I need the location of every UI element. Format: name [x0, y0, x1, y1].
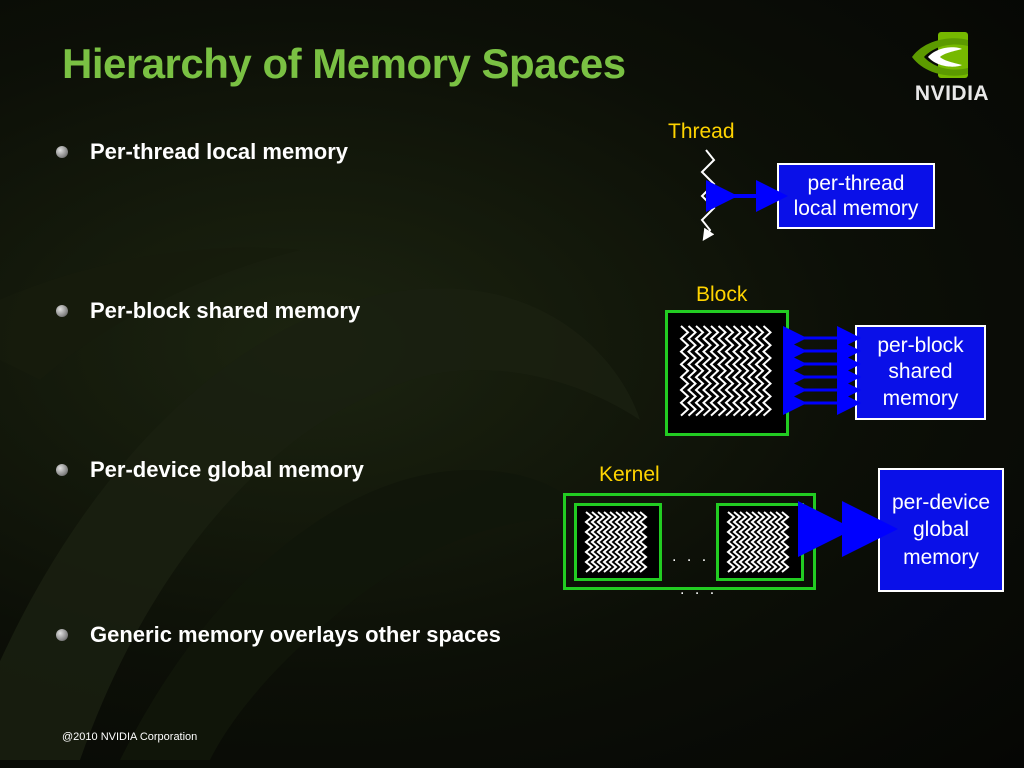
thread-squiggle [620, 511, 630, 573]
thread-squiggle [700, 149, 716, 241]
memory-box-line: per-block [877, 334, 964, 358]
memory-box-line: per-thread [807, 171, 905, 195]
bullet-dot-icon [56, 305, 68, 317]
block-threads [679, 325, 772, 417]
ellipsis-below: . . . [680, 581, 718, 598]
thread-squiggle [732, 511, 742, 573]
thread-squiggle [754, 325, 765, 417]
kernel-block-1-threads [584, 511, 648, 573]
thread-squiggle [726, 511, 736, 573]
thread-squiggle [679, 325, 690, 417]
block-memory-arrows [783, 326, 861, 415]
thread-squiggle [732, 325, 742, 417]
thread-squiggle [744, 511, 754, 573]
thread-squiggle [584, 511, 594, 573]
bullet-text: Per-device global memory [90, 457, 364, 482]
bullet-item-device: Per-device global memory [56, 457, 364, 483]
thread-squiggle [602, 511, 612, 573]
bullet-dot-icon [56, 146, 68, 158]
thread-squiggle [608, 511, 618, 573]
bullet-dot-icon [56, 464, 68, 476]
ellipsis-horizontal: . . . [672, 548, 710, 565]
thread-squiggle [702, 325, 712, 417]
per-thread-memory-box: per-thread local memory [777, 163, 935, 229]
thread-squiggle [596, 511, 606, 573]
thread-squiggle [632, 511, 642, 573]
bullet-item-generic: Generic memory overlays other spaces [56, 622, 501, 648]
bullet-text: Per-thread local memory [90, 139, 348, 164]
thread-squiggle [626, 511, 636, 573]
thread-squiggle [780, 511, 790, 573]
thread-squiggle [724, 325, 735, 417]
per-device-memory-box: per-device global memory [878, 468, 1004, 592]
thread-squiggle [768, 511, 778, 573]
memory-box-line: global [912, 518, 970, 542]
block-label: Block [696, 283, 748, 306]
bullet-dot-icon [56, 629, 68, 641]
per-block-memory-box: per-block shared memory [855, 325, 986, 420]
thread-squiggle [687, 325, 697, 417]
thread-squiggle [774, 511, 784, 573]
thread-squiggle [739, 325, 750, 417]
nvidia-wordmark: NVIDIA [914, 82, 990, 105]
memory-box-line: per-device [891, 491, 991, 515]
memory-box-line: memory [903, 545, 979, 569]
slide-title: Hierarchy of Memory Spaces [62, 40, 626, 87]
bullet-item-block: Per-block shared memory [56, 298, 360, 324]
memory-box-line: shared [888, 360, 953, 384]
bullet-text: Generic memory overlays other spaces [90, 622, 501, 647]
thread-squiggle [638, 511, 648, 573]
thread-squiggle [614, 511, 624, 573]
kernel-block-2 [716, 503, 804, 581]
thread-label: Thread [668, 120, 735, 143]
bullet-text: Per-block shared memory [90, 298, 361, 323]
kernel-block-2-threads [726, 511, 790, 573]
memory-box-line: memory [882, 386, 959, 410]
nvidia-eye-icon [912, 32, 968, 78]
thread-squiggle [709, 325, 720, 417]
kernel-label: Kernel [599, 463, 660, 486]
thread-squiggle [738, 511, 748, 573]
thread-squiggle [717, 325, 727, 417]
thread-squiggle [747, 325, 757, 417]
footer-copyright: @2010 NVIDIA Corporation [62, 731, 198, 743]
thread-squiggle [590, 511, 600, 573]
thread-squiggle [762, 511, 772, 573]
kernel-block-1 [574, 503, 662, 581]
memory-box-line: local memory [793, 197, 919, 220]
thread-squiggle [762, 325, 772, 417]
thread-squiggle [750, 511, 760, 573]
thread-squiggle [756, 511, 766, 573]
bullet-item-thread: Per-thread local memory [56, 139, 348, 165]
thread-squiggle [694, 325, 705, 417]
nvidia-logo: NVIDIA [900, 30, 1004, 106]
